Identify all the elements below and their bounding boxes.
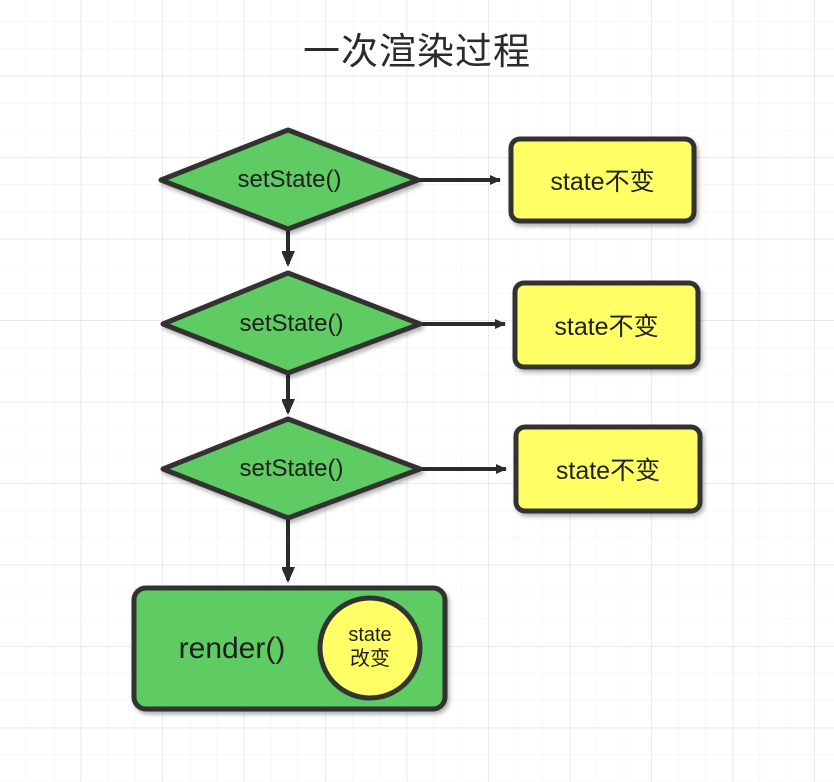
badge-state-changed[interactable] xyxy=(317,595,423,701)
process-state-unchanged-2[interactable] xyxy=(512,280,701,370)
page-title: 一次渲染过程 xyxy=(303,31,531,72)
process-state-unchanged-1[interactable] xyxy=(508,136,697,224)
process-state-unchanged-3[interactable] xyxy=(513,424,703,514)
decision-setstate-1[interactable] xyxy=(158,127,421,232)
decision-setstate-3[interactable] xyxy=(160,416,423,521)
decision-setstate-2[interactable] xyxy=(160,270,423,376)
